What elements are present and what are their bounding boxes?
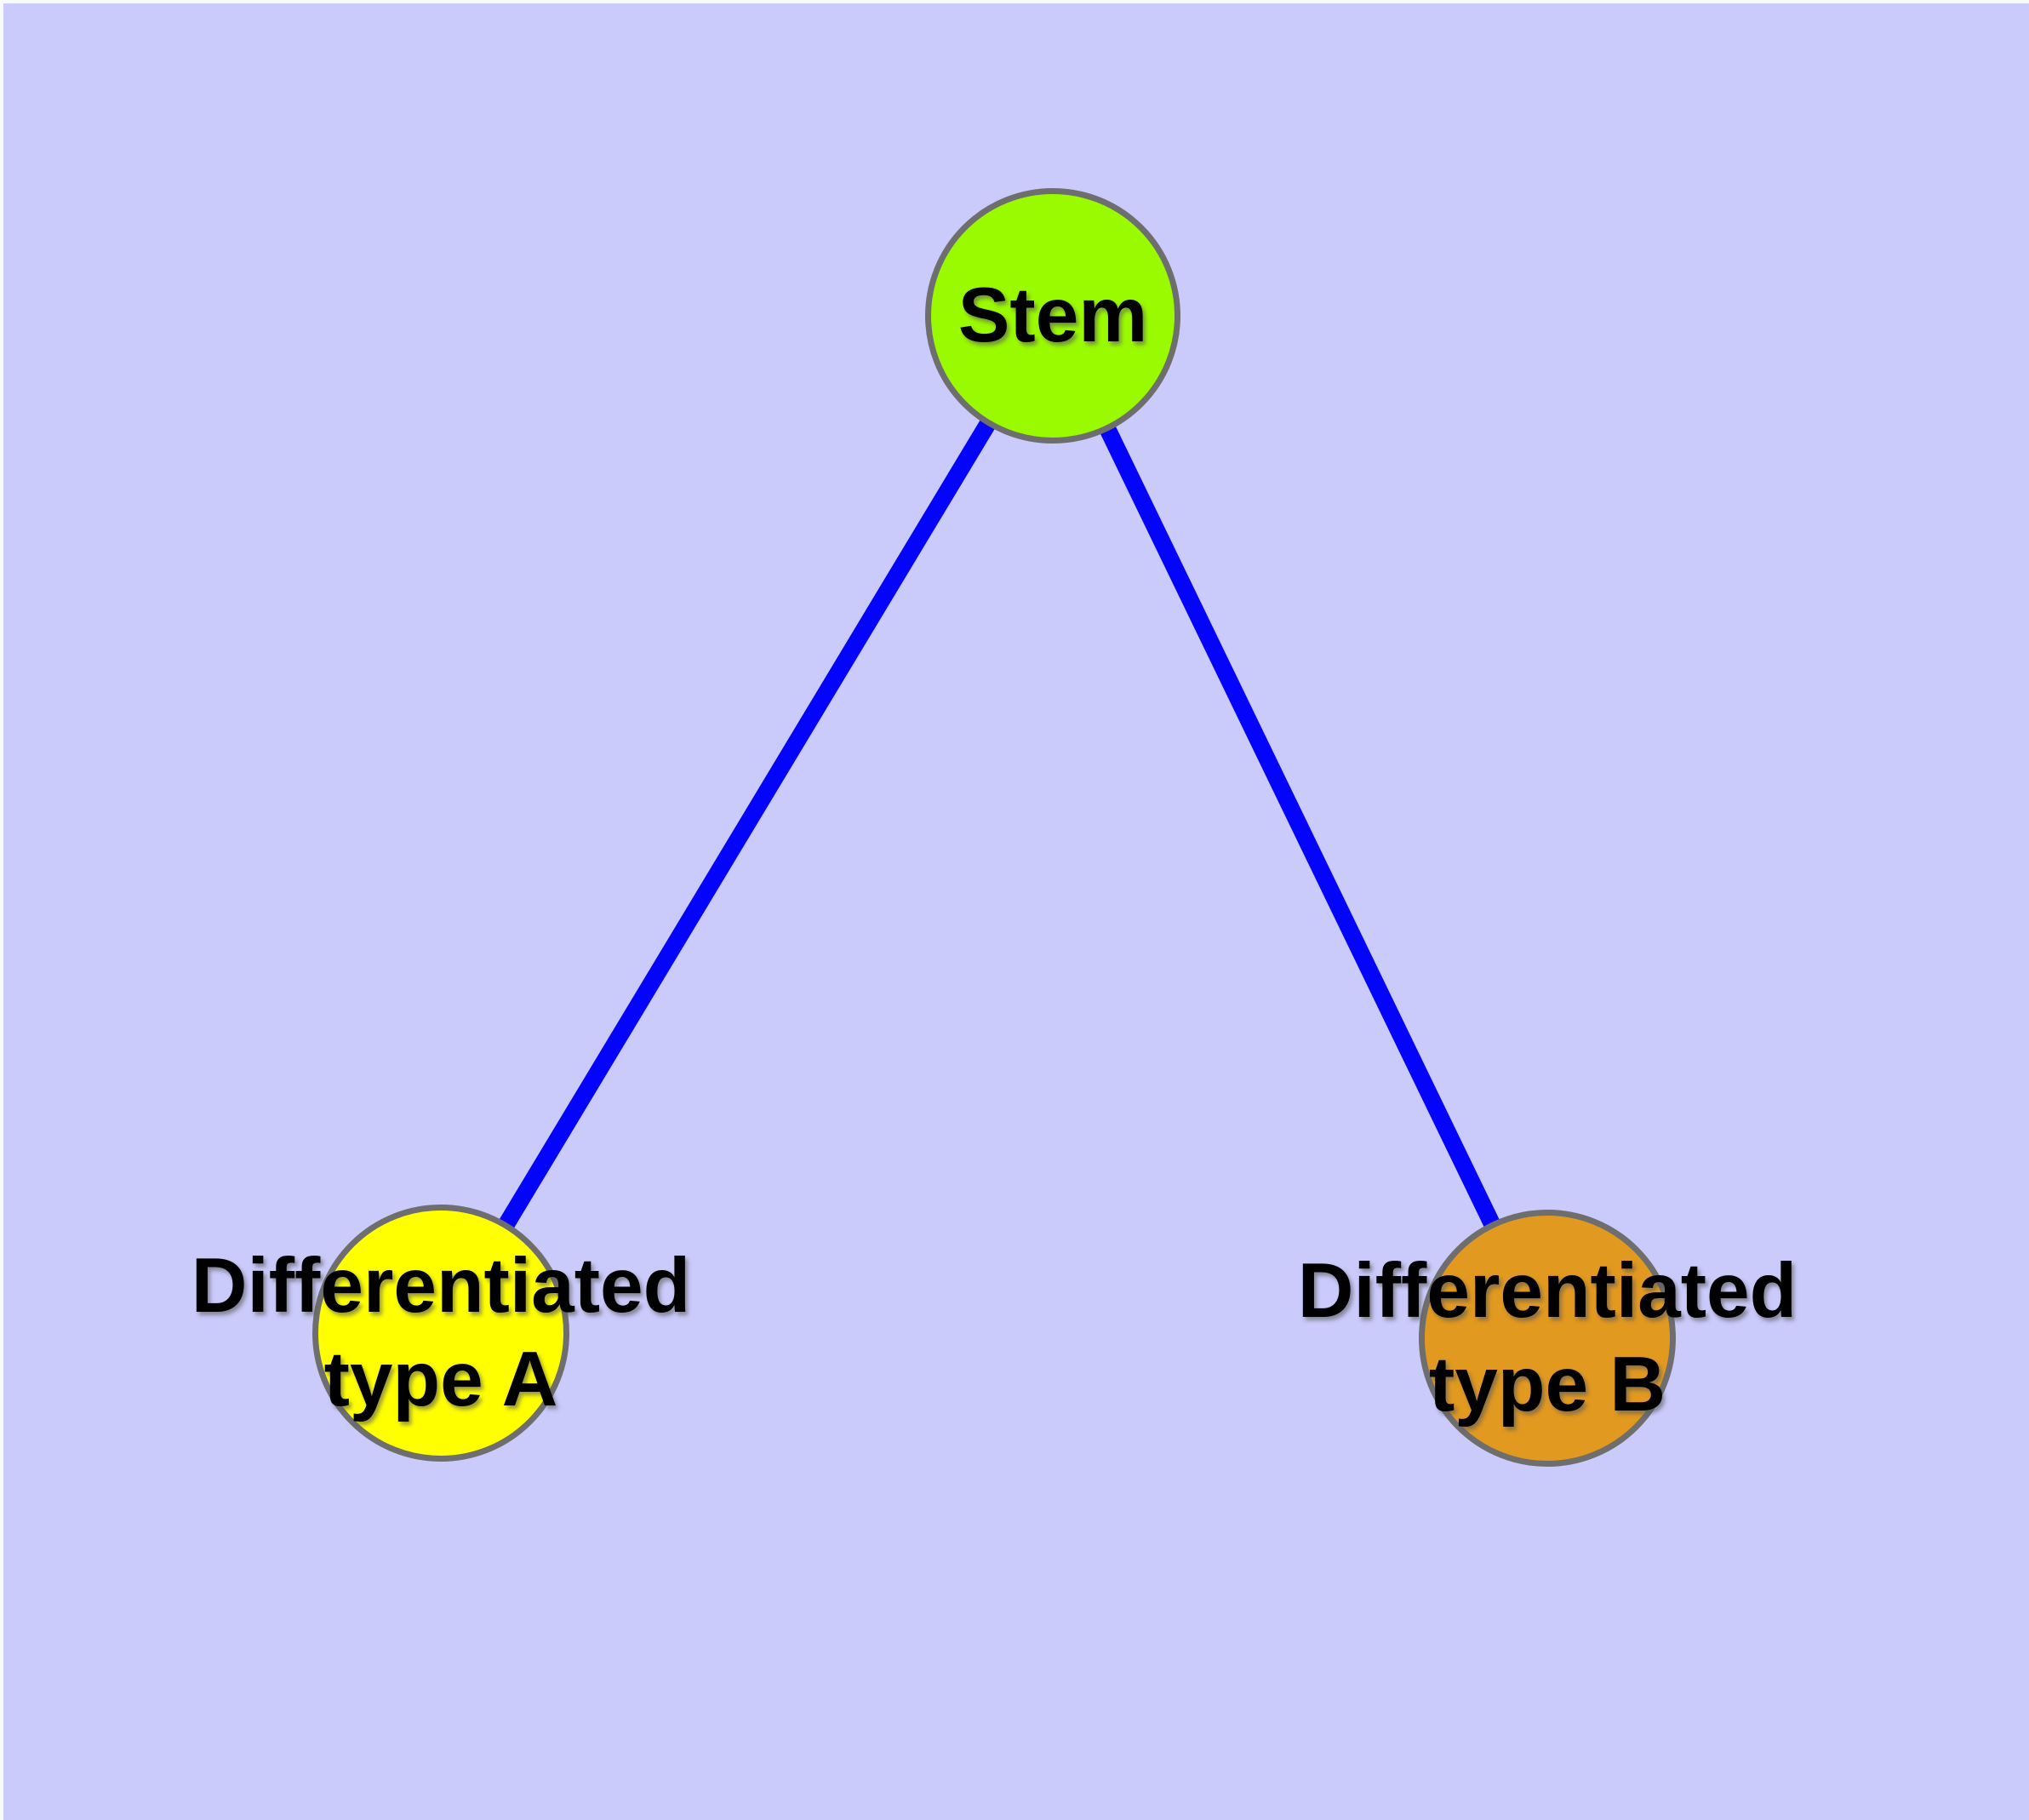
edge-stem-to-type-a <box>433 311 1060 1338</box>
node-label-stem: Stem <box>958 269 1148 363</box>
edge-stem-to-type-b <box>1044 312 1556 1342</box>
node-label-type-a-line-1: Differentiated <box>191 1243 691 1329</box>
node-label-differentiated-type-a: Differentiated type A <box>191 1239 691 1427</box>
node-label-type-b-line-1: Differentiated <box>1297 1248 1798 1334</box>
node-differentiated-type-b <box>1419 1210 1676 1467</box>
node-differentiated-type-a <box>312 1205 569 1462</box>
node-label-stem-line: Stem <box>957 272 1148 358</box>
node-stem <box>925 188 1180 444</box>
node-label-type-b-line-2: type B <box>1428 1342 1666 1428</box>
node-label-differentiated-type-b: Differentiated type B <box>1298 1245 1798 1432</box>
node-label-type-a-line-2: type A <box>323 1336 558 1422</box>
